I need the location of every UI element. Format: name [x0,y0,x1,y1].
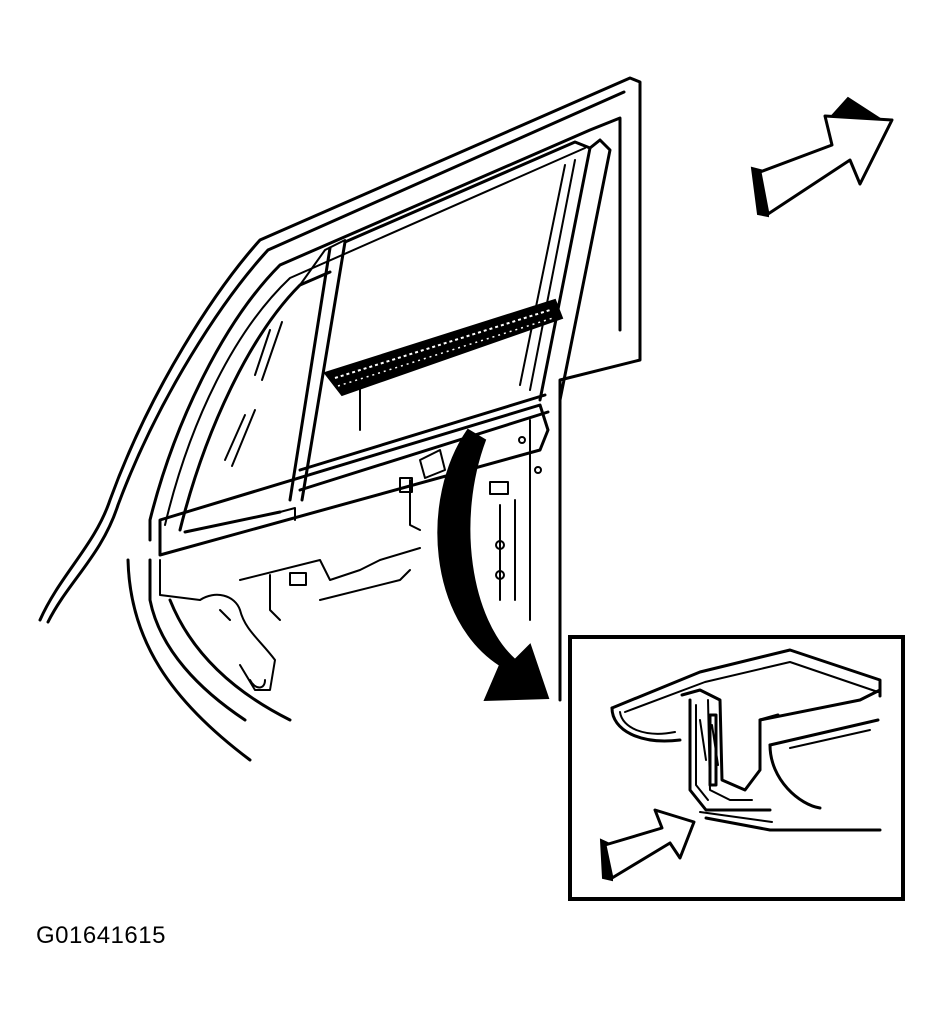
figure-id-label: G01641615 [36,922,166,949]
glass-reflections [224,321,283,467]
door-body-outline [38,76,642,762]
window-frame [148,116,622,542]
curved-callout-arrow-icon [437,428,550,702]
belt-weatherstrip [323,298,564,397]
front-arrow-icon [750,96,894,218]
front-arrow-icon [599,808,696,882]
